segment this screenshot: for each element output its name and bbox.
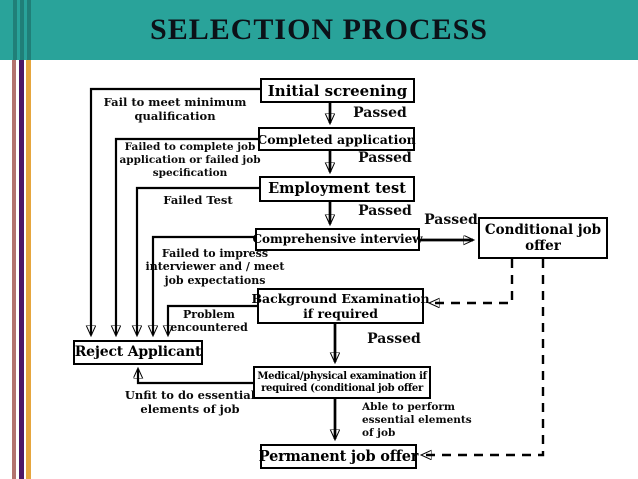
node-label: Background Examination (251, 291, 430, 306)
label-line: application or failed job (119, 153, 261, 166)
edge-conditional-to-permanent-dashed (422, 259, 545, 455)
label-line: Able to perform (362, 401, 456, 413)
edge-employment-to-reject (137, 186, 259, 335)
edge-label-fail-minimum: Fail to meet minimum qualification (95, 95, 255, 123)
label-line: of job (362, 426, 396, 439)
edge-label-unfit: Unfit to do essential elements of job (110, 388, 270, 416)
node-employment-test: Employment test (259, 176, 415, 202)
node-completed-application: Completed application (257, 127, 416, 151)
edge-completed-to-reject (116, 137, 258, 335)
edge-medical-to-reject (138, 369, 253, 385)
header-stripe (13, 0, 17, 60)
label-line: qualification (134, 109, 216, 124)
header-stripe (27, 0, 31, 60)
node-label: Completed application (257, 131, 416, 147)
node-permanent-job-offer: Permanent job offer (258, 444, 419, 469)
node-label: offer (525, 238, 561, 254)
node-label: Medical/physical examination if (257, 370, 427, 382)
node-initial-screening: Initial screening (260, 78, 415, 103)
node-label: Permanent job offer (258, 447, 419, 465)
edge-label-passed: Passed (353, 105, 407, 121)
label-line: Failed to impress (161, 247, 269, 260)
label-line: Problem (183, 308, 235, 321)
node-label: Conditional job (484, 221, 602, 238)
label-line: job expectations (164, 273, 266, 287)
node-comprehensive-interview: Comprehensive interview (252, 228, 423, 251)
slide-title: SELECTION PROCESS (150, 13, 488, 46)
label-line: Unfit to do essential (124, 388, 256, 402)
edge-label-passed: Passed (358, 150, 412, 166)
edge-label-failed-interview: Failed to impress interviewer and / meet… (135, 247, 295, 287)
edge-initial-to-reject (91, 87, 260, 335)
label-line: essential elements (362, 413, 472, 426)
title-bar (0, 0, 638, 60)
edge-label-failed-application: Failed to complete job application or fa… (110, 141, 270, 179)
edge-label-passed: Passed (358, 203, 412, 219)
node-conditional-job-offer: Conditional job offer (478, 217, 608, 259)
label-line: Failed to complete job (124, 141, 256, 153)
edge-conditional-to-background-dashed (430, 259, 514, 303)
label-line: elements of job (140, 402, 240, 417)
edge-label-passed: Passed (367, 331, 421, 347)
node-label: Comprehensive interview (252, 232, 423, 247)
node-label: Initial screening (267, 81, 408, 100)
node-reject-applicant: Reject Applicant (73, 340, 203, 365)
edge-interview-to-reject (153, 235, 255, 335)
node-label: Reject Applicant (74, 344, 202, 361)
node-label: required (conditional job offer (261, 382, 423, 394)
edge-label-failed-test: Failed Test (163, 193, 233, 207)
header-stripe (20, 0, 24, 60)
label-line: specification (152, 166, 228, 179)
label-line: encountered (170, 321, 248, 335)
edge-background-to-reject (168, 304, 257, 335)
edge-label-passed: Passed (424, 212, 478, 228)
left-stripe-gold (26, 60, 31, 479)
left-stripe-rose (12, 60, 16, 479)
edge-label-able-to-perform: Able to perform essential elements of jo… (362, 401, 482, 439)
label-line: Fail to meet minimum (103, 95, 247, 109)
node-label: Employment test (268, 180, 406, 198)
node-label: if required (303, 306, 378, 321)
label-line: interviewer and / meet (145, 260, 285, 274)
node-medical-examination: Medical/physical examination if required… (253, 366, 431, 399)
edge-label-problem-encountered: Problem encountered (159, 308, 259, 335)
left-stripe-purple (19, 60, 24, 479)
node-background-examination: Background Examination if required (251, 288, 430, 324)
